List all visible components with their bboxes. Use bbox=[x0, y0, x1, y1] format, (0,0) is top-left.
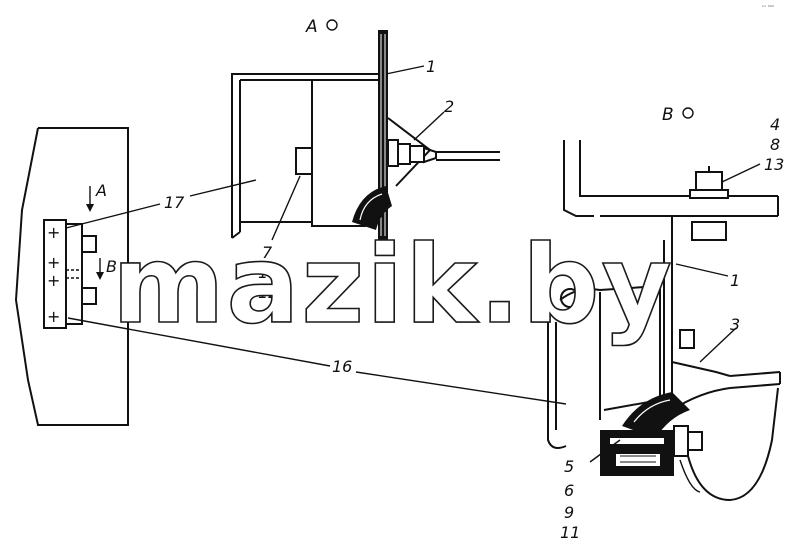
view-arrow-b: B bbox=[96, 257, 117, 280]
view-a-header: A bbox=[305, 17, 338, 37]
view-b-leaders bbox=[589, 163, 761, 463]
view-arrow-a: A bbox=[86, 181, 107, 212]
view-b-assembly bbox=[547, 284, 781, 502]
wall-panel bbox=[14, 127, 129, 426]
callout-b6: 6 bbox=[564, 481, 574, 500]
callout-a10: 10 bbox=[258, 263, 278, 282]
view-b-bracket bbox=[563, 140, 779, 400]
corner-mark: ᵏᵒ ⁰⁰⁰ bbox=[762, 5, 774, 11]
callout-b11: 11 bbox=[560, 523, 580, 541]
view-a-leaders bbox=[189, 65, 445, 241]
view-arrow-b-label: B bbox=[106, 257, 117, 276]
terminal-sign-1: + bbox=[47, 223, 60, 242]
circle-icon bbox=[326, 19, 338, 31]
callout-b4: 4 bbox=[770, 115, 780, 134]
circle-icon bbox=[682, 107, 694, 119]
callout-a7: 7 bbox=[262, 243, 273, 262]
view-b-title: B bbox=[662, 105, 674, 125]
callout-b13: 13 bbox=[764, 155, 784, 174]
callout-c16: 16 bbox=[332, 357, 352, 376]
view-b-header: B bbox=[662, 105, 694, 125]
terminal-sign-4: + bbox=[47, 307, 60, 326]
terminal-sign-2: + bbox=[47, 253, 60, 272]
callout-a1: 1 bbox=[426, 57, 436, 76]
callout-b1: 1 bbox=[730, 271, 740, 290]
view-a-assembly bbox=[231, 30, 500, 240]
view-a-title: A bbox=[305, 17, 318, 37]
callout-a2: 2 bbox=[444, 97, 454, 116]
callout-b5: 5 bbox=[564, 457, 574, 476]
callout-b8: 8 bbox=[770, 135, 780, 154]
terminal-block: + + + + bbox=[43, 219, 97, 329]
watermark-text: mazik.by bbox=[112, 223, 674, 348]
callout-a12: 12 bbox=[258, 283, 278, 302]
cross-leaders bbox=[65, 203, 567, 405]
callout-b9: 9 bbox=[564, 503, 574, 522]
callout-a17: 17 bbox=[164, 193, 185, 212]
terminal-sign-3: + bbox=[47, 271, 60, 290]
view-arrow-a-label: A bbox=[95, 181, 107, 200]
callout-b3: 3 bbox=[730, 315, 740, 334]
